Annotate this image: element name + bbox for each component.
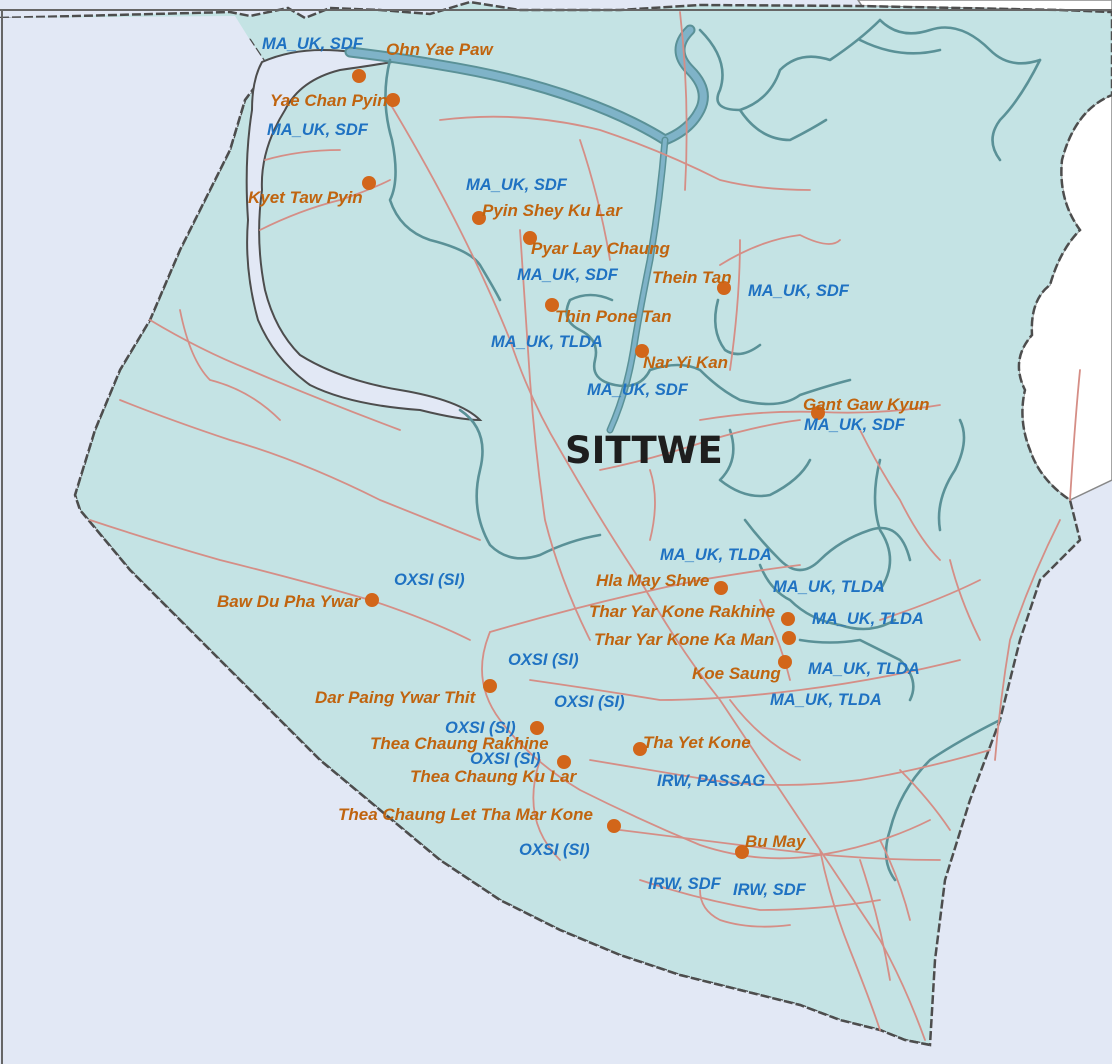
camp-label: Thar Yar Kone Rakhine (589, 602, 775, 621)
camp-marker[interactable] (362, 176, 376, 190)
camp-marker[interactable] (523, 231, 537, 245)
camp-marker[interactable] (778, 655, 792, 669)
camp-label: Thea Chaung Ku Lar (410, 767, 578, 786)
camp-marker[interactable] (472, 211, 486, 225)
agency-label: IRW, PASSAG (657, 772, 765, 790)
camp-marker[interactable] (545, 298, 559, 312)
camp-marker[interactable] (735, 845, 749, 859)
camp-label: Ohn Yae Paw (386, 40, 495, 59)
agency-label: OXSI (SI) (508, 651, 579, 669)
camp-label: Yae Chan Pyin (270, 91, 387, 110)
camp-label: Pyar Lay Chaung (531, 239, 670, 258)
camp-label: Hla May Shwe (596, 571, 709, 590)
camp-label: Thea Chaung Let Tha Mar Kone (338, 805, 593, 824)
camp-markers (352, 69, 825, 859)
camp-marker[interactable] (714, 581, 728, 595)
camp-label: Kyet Taw Pyin (248, 188, 363, 207)
camp-label: Nar Yi Kan (643, 353, 728, 372)
camp-label: Thea Chaung Rakhine (370, 734, 549, 753)
agency-label: OXSI (SI) (554, 693, 625, 711)
camp-label: Thin Pone Tan (555, 307, 671, 326)
camp-label: Gant Gaw Kyun (803, 395, 930, 414)
camp-marker[interactable] (557, 755, 571, 769)
agency-label: MA_UK, TLDA (770, 691, 882, 709)
agency-label: IRW, SDF (733, 881, 807, 899)
camp-marker[interactable] (386, 93, 400, 107)
west-lagoon (245, 48, 483, 422)
camp-label: Koe Saung (692, 664, 781, 683)
camp-marker[interactable] (635, 344, 649, 358)
agency-label: OXSI (SI) (519, 841, 590, 859)
agency-label: MA_UK, SDF (587, 381, 689, 399)
agency-label: OXSI (SI) (394, 571, 465, 589)
camp-label: Thein Tan (652, 268, 732, 287)
camp-label: Baw Du Pha Ywar (217, 592, 362, 611)
agency-label: MA_UK, SDF (267, 121, 369, 139)
main-river (344, 24, 709, 434)
agency-label: MA_UK, SDF (466, 176, 568, 194)
west-coast (73, 69, 931, 1047)
agency-label: MA_UK, SDF (262, 35, 364, 53)
camp-label: Dar Paing Ywar Thit (315, 688, 477, 707)
agency-label: OXSI (SI) (445, 719, 516, 737)
town-label: SITTWE (565, 429, 723, 472)
agency-label: MA_UK, TLDA (491, 333, 603, 351)
camp-label: Thar Yar Kone Ka Man (594, 630, 774, 649)
agency-label: IRW, SDF (648, 875, 722, 893)
agency-label: MA_UK, SDF (748, 282, 850, 300)
camp-marker[interactable] (781, 612, 795, 626)
roads (89, 11, 1081, 1041)
western-sea (0, 0, 930, 1064)
camp-label: Pyin Shey Ku Lar (482, 201, 623, 220)
camp-marker[interactable] (811, 406, 825, 420)
camp-marker[interactable] (782, 631, 796, 645)
camp-labels: Ohn Yae Paw Yae Chan Pyin Kyet Taw Pyin … (217, 40, 930, 851)
agency-label: MA_UK, TLDA (808, 660, 920, 678)
map-frame (0, 9, 1112, 1064)
agency-label: MA_UK, TLDA (812, 610, 924, 628)
agency-label: MA_UK, SDF (804, 416, 906, 434)
agency-label: MA_UK, TLDA (773, 578, 885, 596)
camp-label: Tha Yet Kone (643, 733, 751, 752)
agency-label: MA_UK, TLDA (660, 546, 772, 564)
camp-marker[interactable] (352, 69, 366, 83)
camp-marker[interactable] (365, 593, 379, 607)
camp-marker[interactable] (633, 742, 647, 756)
camp-marker[interactable] (530, 721, 544, 735)
camp-marker[interactable] (607, 819, 621, 833)
camp-marker[interactable] (483, 679, 497, 693)
camp-label: Bu May (745, 832, 807, 851)
agency-labels: MA_UK, SDF MA_UK, SDF MA_UK, SDF MA_UK, … (262, 35, 924, 899)
agency-label: OXSI (SI) (470, 750, 541, 768)
agency-label: MA_UK, SDF (517, 266, 619, 284)
camp-marker[interactable] (717, 281, 731, 295)
